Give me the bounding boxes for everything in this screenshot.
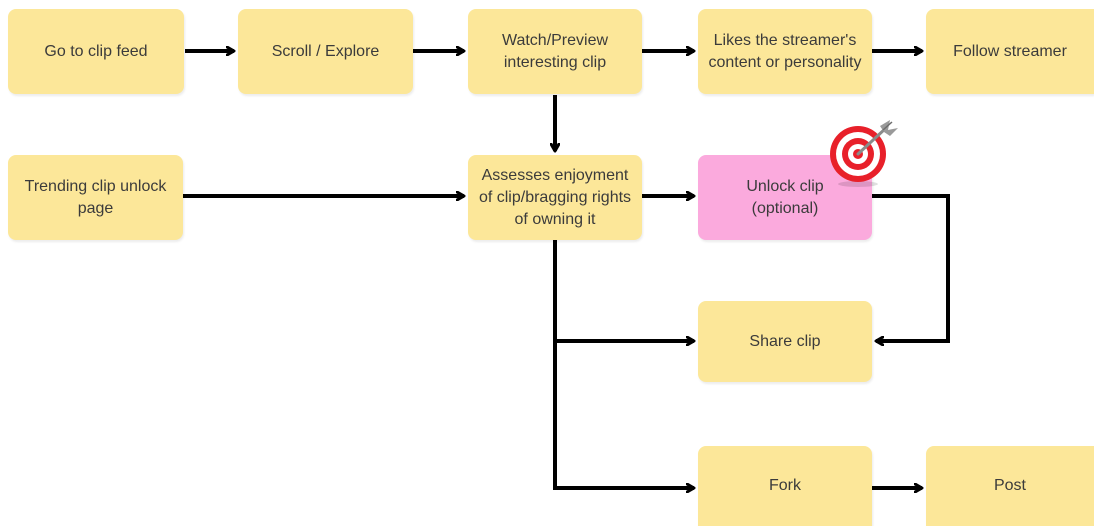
- node-watch-preview: Watch/Preview interesting clip: [468, 9, 642, 94]
- node-trending-unlock-page: Trending clip unlock page: [8, 155, 183, 240]
- target-bullseye-icon: [830, 120, 898, 187]
- node-follow-streamer: Follow streamer: [926, 9, 1094, 94]
- arrow-assess-to-share: [553, 240, 694, 341]
- arrow-unlock-to-share: [872, 194, 950, 341]
- node-label: Assesses enjoyment of clip/bragging righ…: [478, 166, 632, 228]
- arrow-assess-to-fork: [553, 341, 694, 488]
- node-label: Follow streamer: [953, 42, 1067, 60]
- node-label: Go to clip feed: [44, 42, 148, 60]
- node-label: Trending clip unlock page: [24, 177, 167, 217]
- node-label: Fork: [769, 477, 801, 494]
- node-likes-streamer: Likes the streamer's content or personal…: [698, 9, 872, 94]
- node-scroll-explore: Scroll / Explore: [238, 9, 413, 94]
- node-post: Post: [926, 446, 1094, 526]
- node-label: Unlock clip (optional): [746, 177, 824, 217]
- node-label: Watch/Preview interesting clip: [501, 31, 609, 71]
- node-fork: Fork: [698, 446, 872, 526]
- node-go-to-clip-feed: Go to clip feed: [8, 9, 184, 94]
- node-assesses-enjoyment: Assesses enjoyment of clip/bragging righ…: [468, 155, 642, 240]
- node-label: Post: [993, 477, 1026, 494]
- node-label: Scroll / Explore: [271, 42, 380, 60]
- node-share-clip: Share clip: [698, 301, 872, 382]
- node-label: Share clip: [749, 332, 821, 350]
- node-label: Likes the streamer's content or personal…: [708, 31, 862, 71]
